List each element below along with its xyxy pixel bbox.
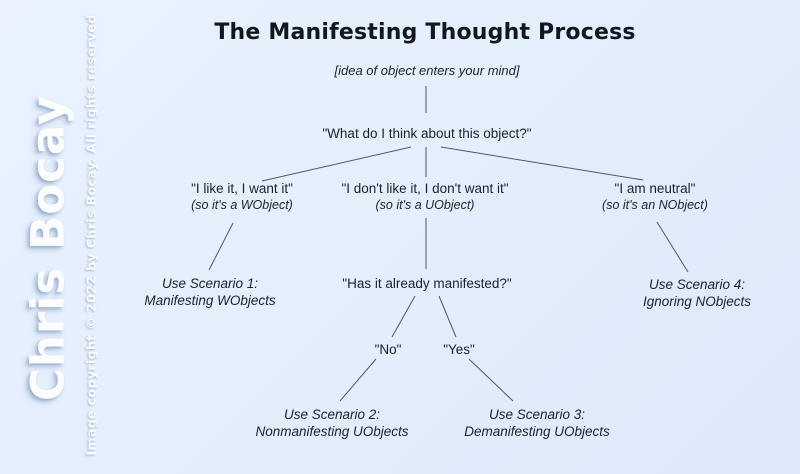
- node-scenario-3-line1: Use Scenario 3:: [488, 407, 586, 422]
- node-dislike-sub: (so it's a UObject): [375, 198, 475, 212]
- node-like-sub: (so it's a WObject): [191, 198, 293, 212]
- diagram-title: The Manifesting Thought Process: [214, 20, 636, 45]
- node-scenario-1-line1: Use Scenario 1:: [161, 276, 259, 291]
- node-scenario-2-line1: Use Scenario 2:: [283, 407, 381, 422]
- node-dislike-main: "I don't like it, I don't want it": [341, 181, 509, 196]
- node-scenario-1: Use Scenario 1: Manifesting WObjects: [144, 276, 275, 309]
- node-like: "I like it, I want it" (so it's a WObjec…: [191, 181, 293, 212]
- node-neutral: "I am neutral" (so it's an NObject): [602, 181, 708, 212]
- node-scenario-2: Use Scenario 2: Nonmanifesting UObjects: [255, 407, 408, 440]
- node-question-1: "What do I think about this object?": [322, 126, 532, 141]
- node-yes: "Yes": [443, 342, 475, 357]
- node-scenario-1-line2: Manifesting WObjects: [144, 292, 276, 308]
- node-scenario-3-line2: Demanifesting UObjects: [464, 423, 610, 439]
- node-scenario-4: Use Scenario 4: Ignoring NObjects: [643, 277, 751, 310]
- connector-line-question1-like: [261, 146, 412, 182]
- connector-line-no-scenario2: [339, 358, 377, 402]
- connector-line-like-scenario1: [208, 222, 234, 271]
- connector-line-yes-scenario3: [468, 358, 514, 402]
- node-question-2: "Has it already manifested?": [342, 276, 512, 291]
- node-scenario-4-line1: Use Scenario 4:: [648, 277, 746, 292]
- node-neutral-sub: (so it's an NObject): [602, 198, 708, 212]
- connector-line-question2-yes: [438, 295, 457, 338]
- node-no: "No": [374, 342, 402, 357]
- node-scenario-2-line2: Nonmanifesting UObjects: [255, 423, 409, 439]
- connector-line-question1-neutral: [440, 146, 644, 181]
- node-neutral-main: "I am neutral": [614, 181, 696, 196]
- node-like-main: "I like it, I want it": [191, 181, 293, 196]
- node-scenario-4-line2: Ignoring NObjects: [642, 293, 752, 309]
- node-dislike: "I don't like it, I don't want it" (so i…: [341, 181, 508, 212]
- connector-line-question2-no: [391, 295, 416, 338]
- node-scenario-3: Use Scenario 3: Demanifesting UObjects: [464, 407, 610, 440]
- connector-line-neutral-scenario4: [656, 221, 689, 273]
- node-idea: [idea of object enters your mind]: [334, 63, 520, 78]
